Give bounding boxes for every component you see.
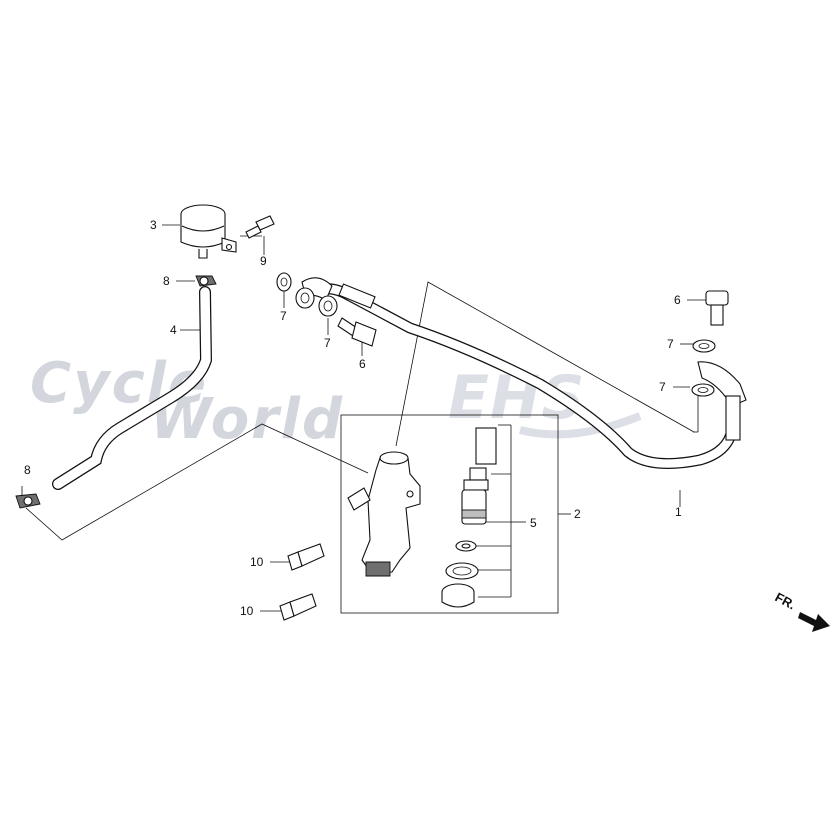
washer-7e: [691, 383, 715, 397]
washer-7c: [318, 295, 338, 317]
callout-2: 2: [574, 507, 581, 521]
front-direction-indicator: FR.: [773, 589, 830, 632]
callout-10-lower: 10: [240, 604, 254, 618]
dust-boot: [441, 583, 475, 608]
master-cylinder: [347, 451, 421, 577]
callout-6-upper: 6: [674, 293, 681, 307]
clip-8-upper: [195, 275, 217, 287]
callout-8-lower: 8: [24, 463, 31, 477]
front-direction-label: FR.: [773, 589, 799, 612]
spring: [475, 427, 497, 465]
callout-5: 5: [530, 516, 537, 530]
callout-10-upper: 10: [250, 555, 264, 569]
callout-3: 3: [150, 218, 157, 232]
washer-7a: [276, 272, 292, 292]
leader-lines: [21, 224, 706, 614]
bolt-9: [245, 215, 275, 239]
cup-seal: [455, 540, 477, 552]
watermark-line-2: World: [150, 387, 344, 452]
reservoir: [180, 204, 237, 259]
callout-8-upper: 8: [163, 274, 170, 288]
callout-4: 4: [170, 323, 177, 337]
callout-7-d: 7: [659, 380, 666, 394]
callout-7-c: 7: [667, 337, 674, 351]
watermark-swoosh: [519, 412, 642, 439]
bolt-10-upper: [287, 543, 325, 571]
banjo-bolt-upper: [705, 290, 729, 326]
callout-9: 9: [260, 254, 267, 268]
washer-7b: [295, 287, 315, 309]
watermark-cycle-world: Cycle World: [30, 351, 344, 452]
piston: [461, 467, 489, 525]
watermark-line-1: Cycle: [30, 351, 208, 416]
callout-6-lower: 6: [359, 357, 366, 371]
bolt-10-lower: [279, 593, 317, 621]
front-arrow-icon: [798, 612, 830, 632]
watermark-logo: EHS: [448, 363, 642, 439]
clip-8-lower: [15, 493, 41, 509]
callout-7-b: 7: [324, 336, 331, 350]
callout-1: 1: [675, 505, 682, 519]
banjo-bolt-lower: [337, 317, 377, 347]
callout-7-a: 7: [280, 309, 287, 323]
snap-ring: [445, 562, 479, 580]
washer-7d: [692, 339, 716, 353]
